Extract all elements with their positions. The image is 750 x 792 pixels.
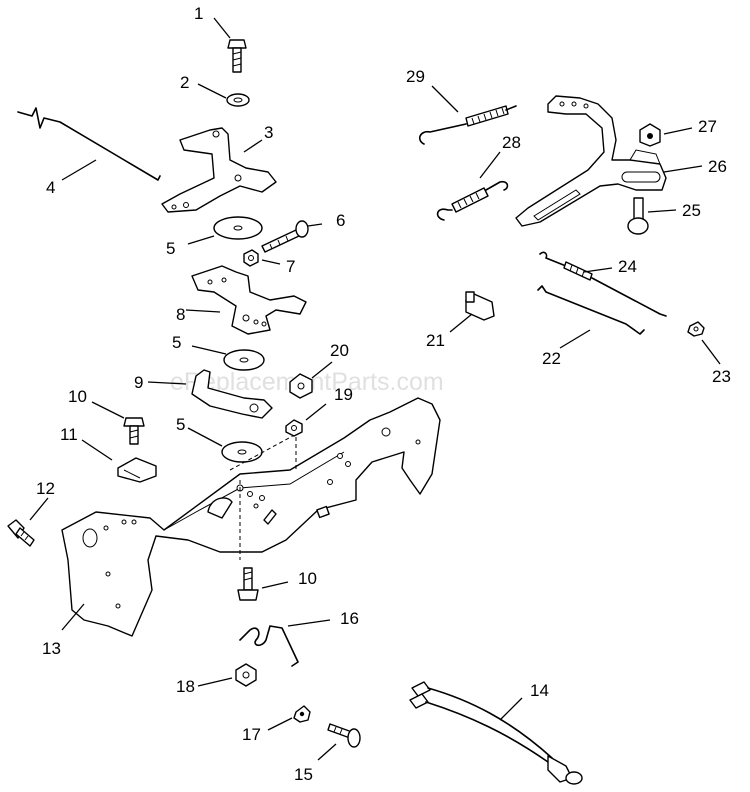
part-nut-17 (293, 705, 311, 723)
callout-3: 3 (264, 123, 273, 142)
part-clamp-21 (465, 291, 495, 321)
callout-16: 16 (340, 609, 359, 628)
part-washer-c (221, 441, 263, 463)
part-screw-side (7, 519, 35, 547)
callout-10-a: 10 (68, 387, 87, 406)
callout-5-b: 5 (172, 333, 181, 352)
callout-28: 28 (502, 133, 521, 152)
part-main-bracket (61, 397, 441, 637)
callout-10-b: 10 (298, 569, 317, 588)
callout-21: 21 (426, 331, 445, 350)
callout-15: 15 (294, 765, 313, 784)
part-shoulder-bolt (627, 197, 649, 235)
part-nut-23 (687, 321, 705, 337)
part-bolt-top (227, 39, 247, 73)
callout-20: 20 (330, 341, 349, 360)
part-nut-20 (289, 373, 313, 399)
part-bolt-10a (123, 417, 145, 445)
callout-14: 14 (530, 681, 549, 700)
callout-24: 24 (618, 257, 637, 276)
part-spring-torsion (239, 625, 299, 667)
part-screw-long (261, 220, 309, 253)
part-link-bracket (191, 369, 273, 419)
part-screw-15 (327, 723, 361, 748)
callout-11: 11 (60, 425, 78, 444)
callout-2: 2 (180, 73, 189, 92)
part-nut-small (243, 249, 259, 267)
callout-17: 17 (242, 725, 261, 744)
part-governor-arm (191, 265, 307, 335)
part-spring-28 (436, 180, 509, 221)
part-nut-19 (285, 419, 303, 437)
callout-5-a: 5 (166, 239, 175, 258)
callout-22: 22 (542, 349, 561, 368)
leader-lines (29, 17, 721, 761)
assembly-centerline (229, 430, 301, 560)
part-washer-a (213, 216, 263, 240)
callout-1: 1 (194, 4, 203, 23)
callout-25: 25 (682, 201, 701, 220)
callout-23: 23 (712, 367, 731, 386)
part-wire-harness (409, 681, 583, 785)
callout-27: 27 (698, 117, 717, 136)
part-throttle-rod (17, 107, 161, 181)
part-bolt-10b (237, 567, 259, 601)
part-control-lever (515, 95, 667, 227)
part-spring-rod-24 (539, 251, 667, 317)
part-washer-b (223, 349, 265, 371)
part-clip (117, 457, 157, 483)
part-nut-27 (639, 123, 661, 147)
callout-12: 12 (36, 479, 55, 498)
callout-6: 6 (336, 211, 345, 230)
part-nut-18 (235, 663, 257, 687)
part-washer-small (226, 93, 250, 107)
callout-18: 18 (176, 677, 195, 696)
callout-8: 8 (176, 305, 185, 324)
callout-26: 26 (708, 157, 727, 176)
part-spring-29 (418, 105, 517, 145)
part-governor-lever (161, 127, 277, 213)
callout-labels: 1 2 3 4 5 5 5 6 7 8 9 10 10 11 12 13 14 … (36, 4, 731, 784)
part-rod-22 (537, 285, 645, 335)
callout-7: 7 (286, 257, 295, 276)
callout-29: 29 (406, 67, 425, 86)
callout-4: 4 (46, 178, 55, 197)
callout-9: 9 (134, 373, 143, 392)
callout-13: 13 (42, 639, 61, 658)
callout-5-c: 5 (176, 415, 185, 434)
callout-19: 19 (334, 385, 353, 404)
